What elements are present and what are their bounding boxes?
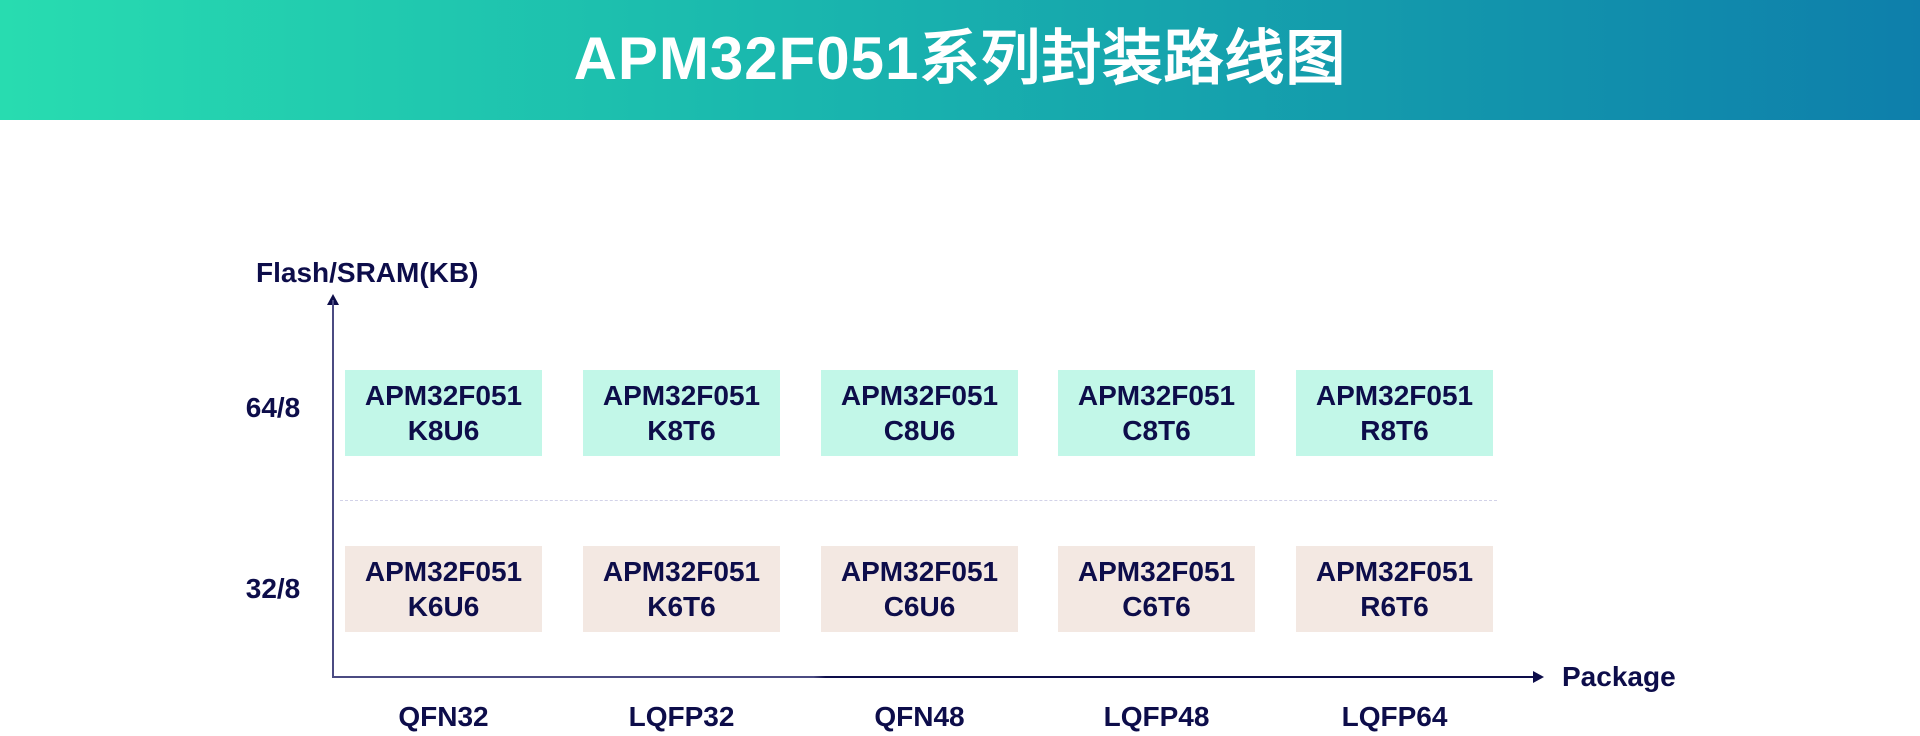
chip-series: APM32F051 bbox=[840, 556, 999, 587]
chip-suffix: K6U6 bbox=[407, 591, 480, 622]
chip-suffix: K6T6 bbox=[647, 591, 716, 622]
chip-suffix: K8T6 bbox=[647, 415, 716, 446]
chip-series: APM32F051 bbox=[602, 556, 761, 587]
row-divider bbox=[340, 500, 1497, 501]
chip-series: APM32F051 bbox=[1315, 556, 1474, 587]
y-tick-64-8: 64/8 bbox=[245, 392, 301, 423]
chip-r6t6: APM32F051 R6T6 bbox=[1296, 546, 1493, 632]
chip-series: APM32F051 bbox=[364, 556, 523, 587]
chip-k8u6: APM32F051 K8U6 bbox=[345, 370, 542, 456]
x-tick-qfn32: QFN32 bbox=[398, 701, 489, 732]
chip-c6t6: APM32F051 C6T6 bbox=[1058, 546, 1255, 632]
chip-r8t6: APM32F051 R8T6 bbox=[1296, 370, 1493, 456]
chip-c8t6: APM32F051 C8T6 bbox=[1058, 370, 1255, 456]
chip-suffix: C8U6 bbox=[883, 415, 956, 446]
chip-series: APM32F051 bbox=[1315, 380, 1474, 411]
chip-suffix: K8U6 bbox=[407, 415, 480, 446]
chip-k6t6: APM32F051 K6T6 bbox=[583, 546, 780, 632]
chip-k8t6: APM32F051 K8T6 bbox=[583, 370, 780, 456]
chip-series: APM32F051 bbox=[840, 380, 999, 411]
chip-suffix: R8T6 bbox=[1360, 415, 1429, 446]
chip-suffix: C6U6 bbox=[883, 591, 956, 622]
x-axis-line bbox=[332, 676, 1536, 678]
x-tick-qfn48: QFN48 bbox=[874, 701, 965, 732]
chip-series: APM32F051 bbox=[364, 380, 523, 411]
header-banner: APM32F051系列封装路线图 bbox=[0, 0, 1920, 120]
chip-k6u6: APM32F051 K6U6 bbox=[345, 546, 542, 632]
chip-suffix: C6T6 bbox=[1122, 591, 1191, 622]
x-tick-lqfp32: LQFP32 bbox=[628, 701, 735, 732]
x-axis-title: Package bbox=[1562, 661, 1676, 692]
chip-c6u6: APM32F051 C6U6 bbox=[821, 546, 1018, 632]
chip-suffix: C8T6 bbox=[1122, 415, 1191, 446]
x-tick-lqfp64: LQFP64 bbox=[1341, 701, 1448, 732]
chip-series: APM32F051 bbox=[602, 380, 761, 411]
y-axis-title: Flash/SRAM(KB) bbox=[256, 257, 479, 288]
x-axis-arrow-icon bbox=[1533, 671, 1544, 683]
chip-c8u6: APM32F051 C8U6 bbox=[821, 370, 1018, 456]
y-tick-32-8: 32/8 bbox=[245, 573, 301, 604]
y-axis-arrow-icon bbox=[327, 294, 339, 305]
page-title: APM32F051系列封装路线图 bbox=[573, 25, 1347, 92]
chip-series: APM32F051 bbox=[1077, 556, 1236, 587]
chip-series: APM32F051 bbox=[1077, 380, 1236, 411]
x-tick-lqfp48: LQFP48 bbox=[1103, 701, 1210, 732]
chip-suffix: R6T6 bbox=[1360, 591, 1429, 622]
y-axis-line bbox=[332, 300, 334, 678]
